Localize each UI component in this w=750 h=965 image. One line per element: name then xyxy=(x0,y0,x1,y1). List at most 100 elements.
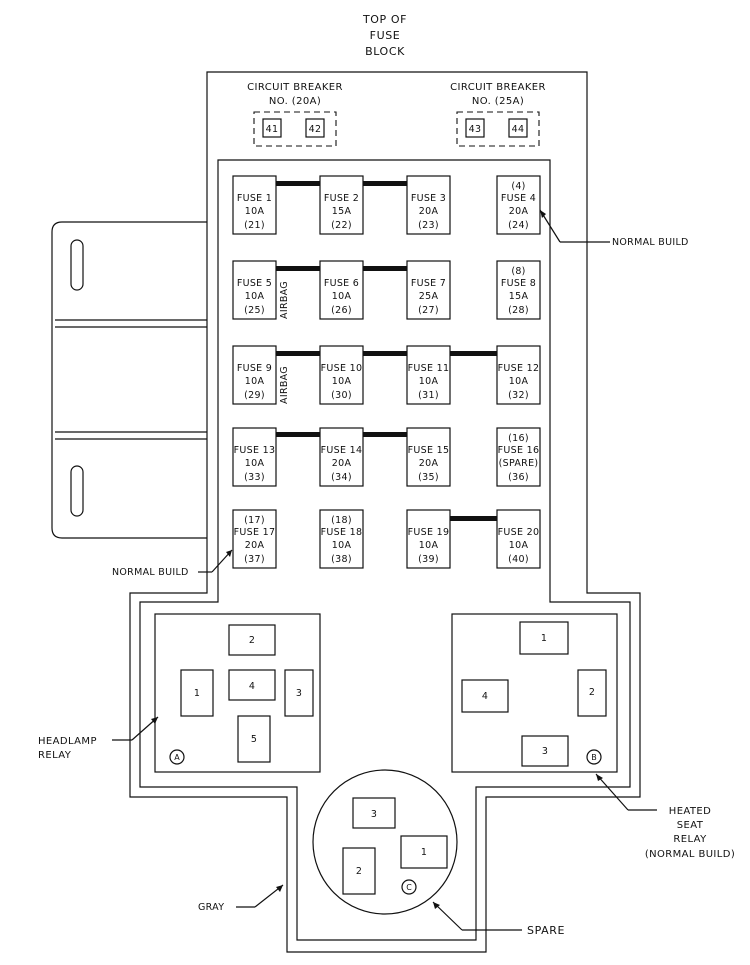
fuse-body xyxy=(232,260,277,320)
fuse-text: 10A xyxy=(419,540,439,551)
fuse-body xyxy=(319,427,364,487)
circuit-breaker-25a: CIRCUIT BREAKER NO. (25A) 43 44 xyxy=(450,82,546,147)
fuse-text: (27) xyxy=(418,305,439,316)
fuse-text: (8) xyxy=(511,266,525,277)
fuse-text: FUSE 18 xyxy=(321,527,363,538)
fuse-body xyxy=(496,427,541,487)
mounting-bracket xyxy=(51,221,207,539)
breaker-42: 42 xyxy=(309,124,322,135)
callout-normal-build-right: NORMAL BUILD xyxy=(612,237,689,248)
fuse-text: 10A xyxy=(332,291,352,302)
fuse-text: 10A xyxy=(509,540,529,551)
fuse-text: (24) xyxy=(508,220,529,231)
fuse-text: FUSE 9 xyxy=(237,363,272,374)
fuse-text: FUSE 7 xyxy=(411,278,446,289)
fuse-body xyxy=(319,345,364,405)
breaker-title: CIRCUIT BREAKER xyxy=(450,82,546,93)
fuse-body xyxy=(406,260,451,320)
fuse-body xyxy=(406,345,451,405)
callout-heated-line-2: SEAT xyxy=(677,820,704,831)
relay-c-pin-3 xyxy=(352,797,396,829)
fuse-text: FUSE 4 xyxy=(501,193,536,204)
fuse-text: (21) xyxy=(244,220,265,231)
callout-normal-build-left: NORMAL BUILD xyxy=(112,567,189,578)
fuse-text: 10A xyxy=(245,458,265,469)
relay-a-tag: A xyxy=(174,753,180,762)
header-line-3: BLOCK xyxy=(365,45,405,58)
fuse-text: 10A xyxy=(332,540,352,551)
relay-a-pin-2 xyxy=(228,624,276,656)
fuse-text: FUSE 16 xyxy=(498,445,540,456)
relay-a-pin-5 xyxy=(237,715,271,763)
relay-a-pin-4 xyxy=(228,669,276,701)
fuse-body xyxy=(496,175,541,235)
fuse-text: (25) xyxy=(244,305,265,316)
circuit-breaker-20a: CIRCUIT BREAKER NO. (20A) 41 42 xyxy=(247,82,342,147)
breaker-41: 41 xyxy=(266,124,279,135)
relay-a-pin-3 xyxy=(284,669,314,717)
fuse-text: (4) xyxy=(511,181,525,192)
relay-b-label-1: 1 xyxy=(541,633,547,644)
fuse-body xyxy=(232,509,277,569)
fuse-block-inner-outline xyxy=(139,159,631,941)
fuse-text: FUSE 12 xyxy=(498,363,540,374)
relay-b-tag: B xyxy=(591,753,597,762)
airbag-label-fuse-5: AIRBAG xyxy=(279,281,290,319)
fuse-text: (39) xyxy=(418,554,439,565)
fuse-16: (16)FUSE 16(SPARE)(36) xyxy=(496,427,541,487)
relay-a-label-4: 4 xyxy=(249,681,255,692)
fuse-text: (22) xyxy=(331,220,352,231)
relay-b-pin-4 xyxy=(461,679,509,713)
fuse-text: 15A xyxy=(332,206,352,217)
fuse-body xyxy=(406,175,451,235)
relay-b-pin-2 xyxy=(577,669,607,717)
fuse-body xyxy=(496,260,541,320)
fuse-body xyxy=(319,175,364,235)
heated-seat-relay: 1 4 2 3 B xyxy=(451,613,618,773)
fuse-text: 10A xyxy=(245,206,265,217)
fuse-body xyxy=(232,427,277,487)
fuse-text: (33) xyxy=(244,472,265,483)
fuse-text: 20A xyxy=(419,206,439,217)
fuse-text: 20A xyxy=(509,206,529,217)
fuse-text: 15A xyxy=(509,291,529,302)
relay-c-pin-1 xyxy=(400,835,448,869)
fuse-text: FUSE 14 xyxy=(321,445,363,456)
fuse-text: (17) xyxy=(244,515,265,526)
fuse-text: FUSE 13 xyxy=(234,445,276,456)
fuse-text: FUSE 17 xyxy=(234,527,276,538)
fuse-text: FUSE 11 xyxy=(408,363,450,374)
fuse-text: FUSE 10 xyxy=(321,363,363,374)
fuse-body xyxy=(496,509,541,569)
airbag-label-fuse-9: AIRBAG xyxy=(279,366,290,404)
relay-b-label-4: 4 xyxy=(482,691,488,702)
fuse-4: (4)FUSE 4 20A (24) xyxy=(496,175,541,235)
callout-heated-line-1: HEATED xyxy=(669,806,711,817)
relay-a-label-3: 3 xyxy=(296,688,302,699)
fuse-text: 10A xyxy=(509,376,529,387)
fuse-body xyxy=(232,345,277,405)
fuse-body xyxy=(406,427,451,487)
fuse-body xyxy=(496,345,541,405)
fuse-body xyxy=(319,509,364,569)
fuse-text: FUSE 3 xyxy=(411,193,446,204)
relay-a-label-5: 5 xyxy=(251,734,257,745)
spare-relay: 3 1 2 C xyxy=(312,769,458,915)
fuse-body xyxy=(232,175,277,235)
bracket-slot-top xyxy=(70,239,84,291)
breaker-subtitle: NO. (25A) xyxy=(472,96,524,107)
relay-c-label-3: 3 xyxy=(371,809,377,820)
relay-b-pin-3 xyxy=(521,735,569,767)
